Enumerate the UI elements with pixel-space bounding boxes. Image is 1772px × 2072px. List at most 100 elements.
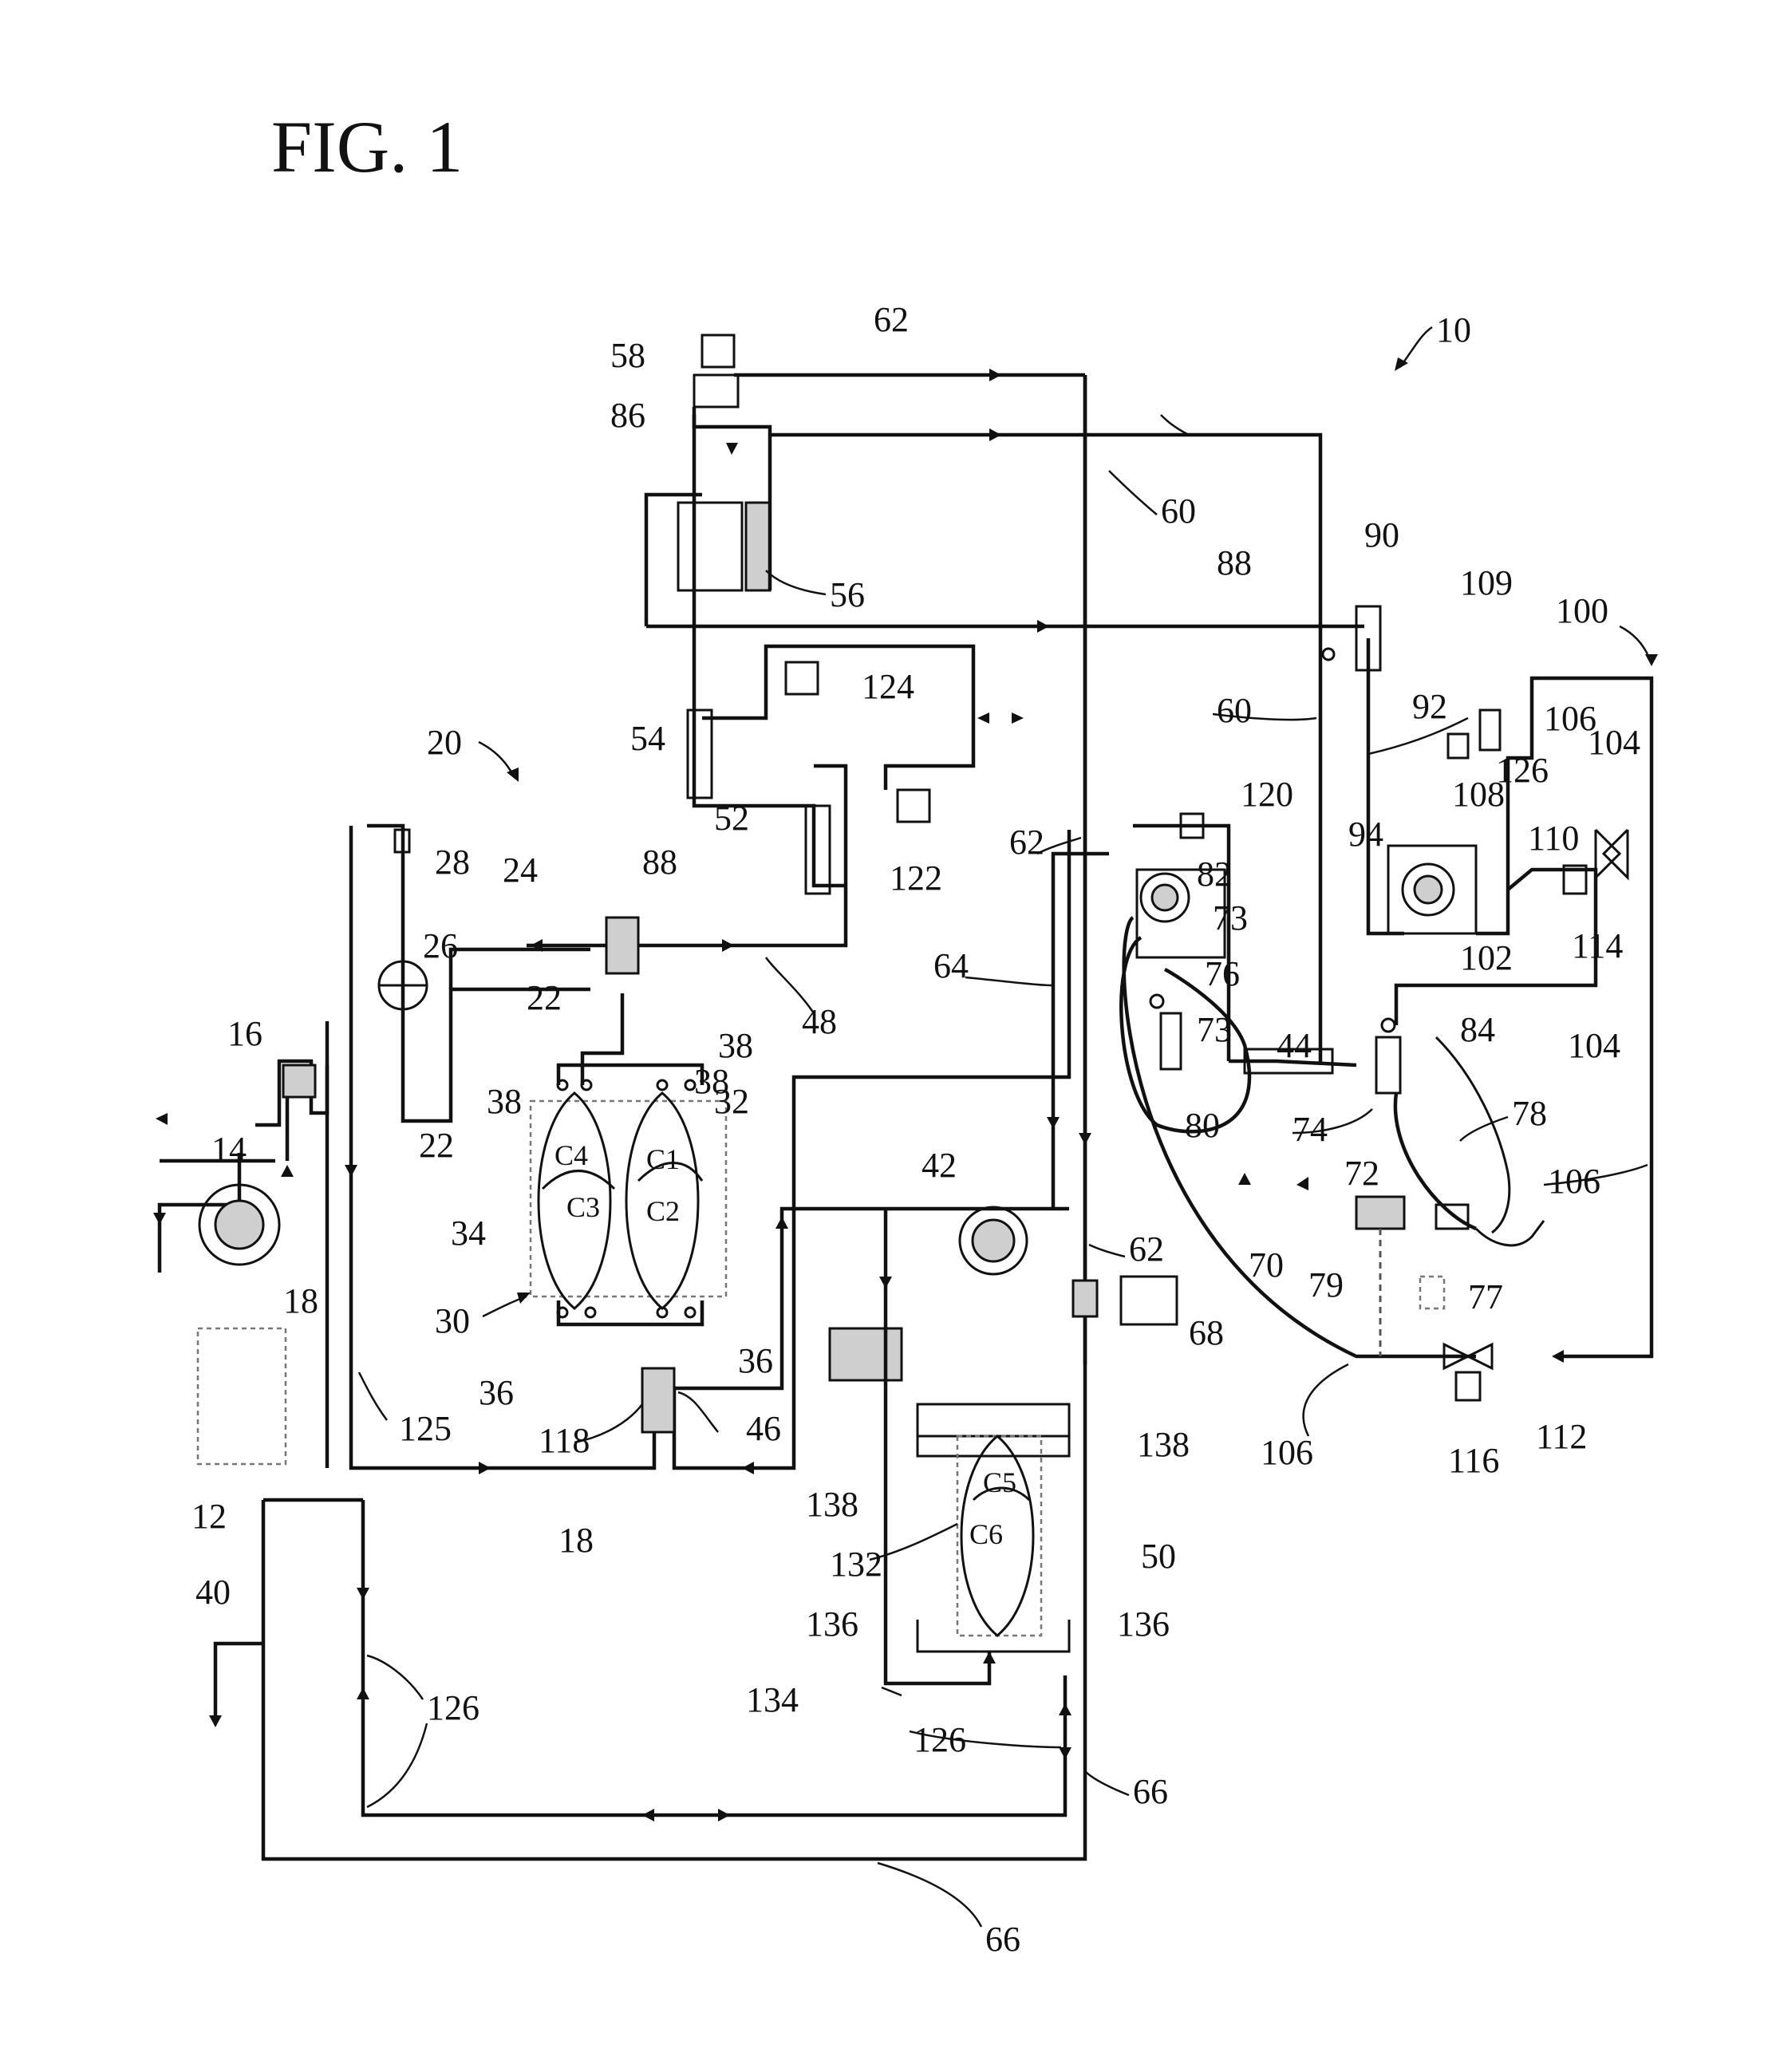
ref-86: 86 <box>610 396 645 435</box>
ref-40: 40 <box>195 1573 231 1612</box>
reservoir-12 <box>198 1328 286 1464</box>
ref-34: 34 <box>451 1214 486 1253</box>
ref-78: 78 <box>1512 1094 1547 1133</box>
ref-132: 132 <box>830 1545 882 1584</box>
ref-104b: 104 <box>1568 1026 1620 1065</box>
arrow-line-left <box>977 712 989 724</box>
ref-58: 58 <box>610 336 645 375</box>
arrow-46 <box>742 1462 754 1474</box>
ref-36a: 36 <box>479 1373 514 1412</box>
ref-125: 125 <box>399 1409 452 1448</box>
module-30 <box>531 1101 726 1296</box>
arrow-64 <box>1047 1117 1060 1129</box>
ref-46: 46 <box>746 1409 781 1448</box>
arrow-126-down <box>357 1588 369 1600</box>
ref-77: 77 <box>1468 1277 1503 1316</box>
components <box>198 335 1628 1683</box>
arrow-126b-up <box>1059 1703 1071 1715</box>
sensor-109 <box>1480 710 1500 750</box>
valve-24 <box>606 918 638 973</box>
ref-120: 120 <box>1241 775 1293 814</box>
ref-66a: 66 <box>1133 1772 1168 1811</box>
ref-18a: 18 <box>283 1281 318 1320</box>
ref-14: 14 <box>211 1130 247 1169</box>
main-piping <box>160 375 1652 1859</box>
ref-60b: 60 <box>1217 691 1252 730</box>
sensor-77 <box>1420 1277 1444 1308</box>
arrow-line-right <box>1012 712 1024 724</box>
ref-100: 100 <box>1556 591 1608 630</box>
leader-62c <box>1089 1245 1125 1257</box>
ref-28: 28 <box>435 843 470 882</box>
module-50-top-cap <box>918 1404 1069 1436</box>
ref-52: 52 <box>714 799 749 838</box>
check-valve-36b <box>586 1308 595 1317</box>
ref-116: 116 <box>1448 1441 1499 1480</box>
label-c4: C4 <box>554 1139 588 1171</box>
ref-88b: 88 <box>642 843 677 882</box>
arrow-134-down <box>879 1277 892 1289</box>
ref-50: 50 <box>1141 1537 1176 1576</box>
ref-136b: 136 <box>1117 1604 1170 1644</box>
ref-106c: 106 <box>1261 1433 1313 1472</box>
sensor-90 <box>1323 649 1334 660</box>
ref-109: 109 <box>1460 563 1513 602</box>
ref-79: 79 <box>1308 1265 1344 1304</box>
label-c1: C1 <box>646 1143 680 1175</box>
arrow-126-up <box>357 1687 369 1699</box>
ref-48: 48 <box>802 1002 837 1041</box>
reference-labels: 10 12 14 16 18 18 20 22 22 24 26 28 30 3… <box>191 300 1640 1959</box>
line-26-bypass <box>451 949 590 989</box>
sensor-122 <box>898 790 929 822</box>
ref-136a: 136 <box>806 1604 858 1644</box>
pump-94-rotor <box>1415 876 1442 903</box>
drip-chamber-80 <box>1161 1013 1181 1069</box>
arrow-126b-down <box>1059 1747 1071 1759</box>
ref-62a: 62 <box>874 300 909 339</box>
drain-40-line <box>215 1644 263 1715</box>
arrow-14-down <box>153 1213 166 1225</box>
leader-60a <box>1109 471 1157 515</box>
ref-72: 72 <box>1344 1154 1379 1193</box>
ref-138a: 138 <box>806 1485 858 1524</box>
leader-78 <box>1460 1117 1508 1141</box>
pump-14-rotor <box>215 1201 263 1249</box>
ref-122: 122 <box>890 858 942 898</box>
flow-arrows <box>153 369 1658 1821</box>
ref-62c: 62 <box>1129 1229 1164 1269</box>
ref-82: 82 <box>1197 854 1232 894</box>
drip-chamber-84 <box>1376 1037 1400 1093</box>
ref-134: 134 <box>746 1680 799 1719</box>
label-c5: C5 <box>983 1466 1016 1498</box>
arrow-46-up <box>775 1217 788 1229</box>
ref-44: 44 <box>1277 1026 1312 1065</box>
valve-block <box>830 1328 902 1380</box>
line-64 <box>1053 854 1109 1209</box>
ref-138b: 138 <box>1137 1425 1190 1464</box>
module-50-bottom-hood <box>918 1620 1069 1652</box>
chamber-labels: C1 C2 C3 C4 C5 C6 <box>554 1139 1016 1550</box>
ref-68: 68 <box>1189 1313 1224 1352</box>
ref-80: 80 <box>1185 1106 1220 1145</box>
leader-46 <box>678 1392 718 1432</box>
arrow-18-down <box>345 1165 357 1177</box>
ref-74: 74 <box>1292 1110 1328 1149</box>
arm-78-outline <box>1436 1037 1510 1233</box>
arrow-88 <box>1037 620 1049 633</box>
ref-22b: 22 <box>419 1126 454 1165</box>
ref-126b: 126 <box>427 1688 480 1727</box>
hand-78 <box>1476 1221 1544 1245</box>
arrow-62-down <box>1079 1133 1091 1145</box>
sensor-68 <box>1121 1277 1177 1324</box>
filter-52 <box>806 806 830 894</box>
leader-132 <box>870 1524 957 1560</box>
leader-106c <box>1304 1364 1348 1436</box>
arrow-126-right <box>718 1809 730 1821</box>
leader-48 <box>766 957 814 1013</box>
valve-58 <box>694 375 738 407</box>
sensor-84 <box>1382 1019 1395 1032</box>
ref-26: 26 <box>423 926 458 965</box>
arrow-62 <box>989 369 1001 381</box>
pump-82-rotor <box>1152 885 1178 910</box>
line-124-122-loop <box>702 646 973 790</box>
